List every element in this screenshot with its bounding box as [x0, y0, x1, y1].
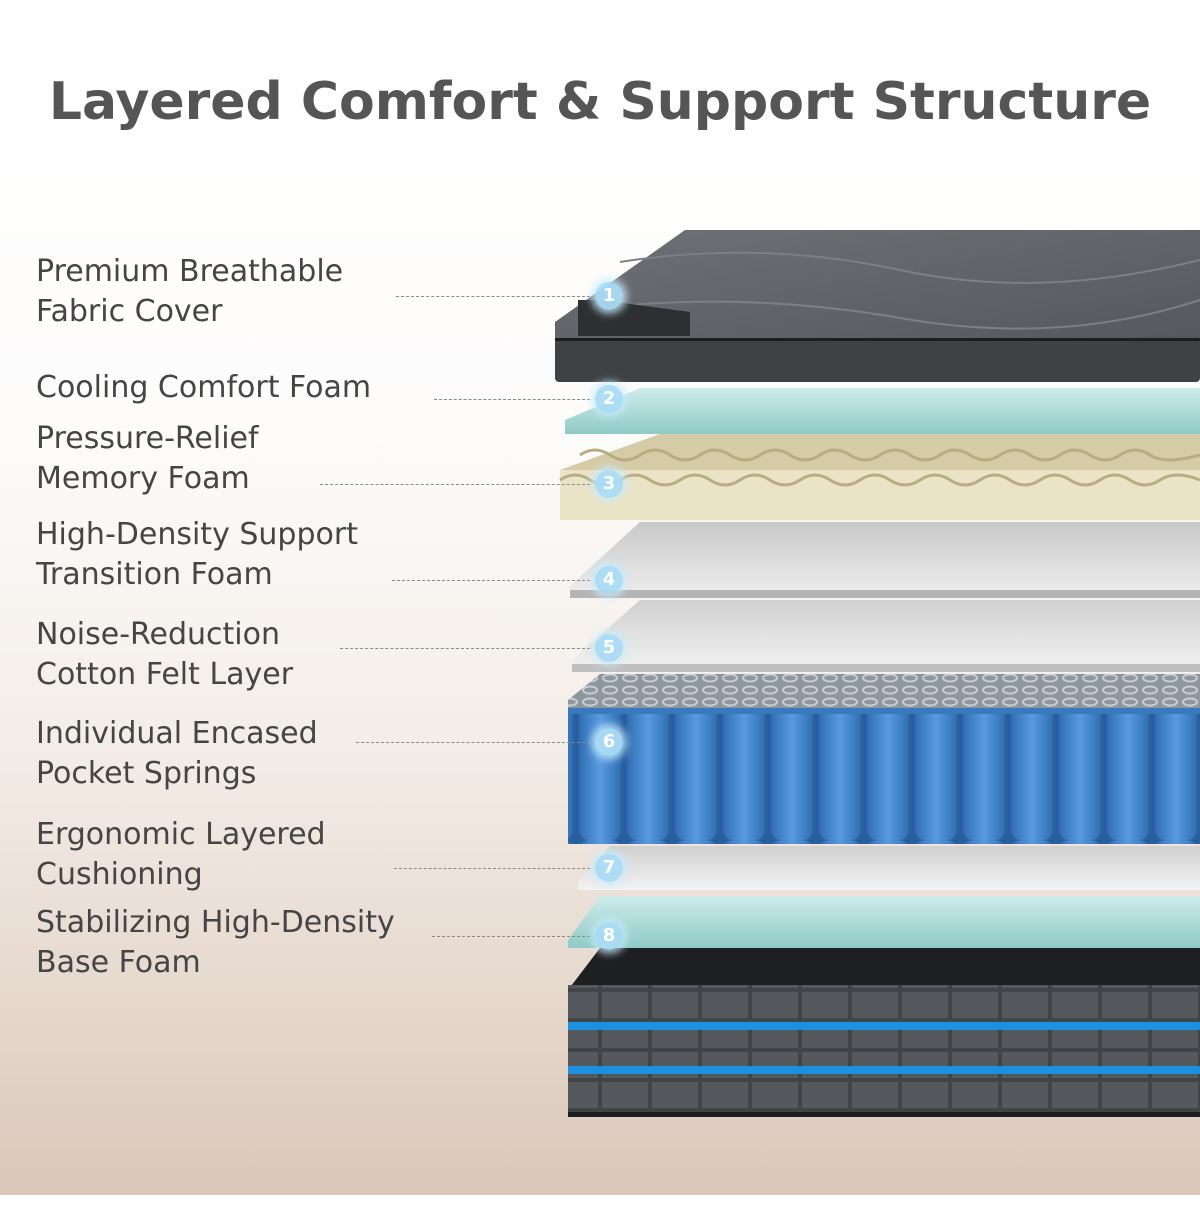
leader-line — [432, 936, 590, 937]
leader-line — [434, 399, 590, 400]
layer-label-line: Pocket Springs — [36, 756, 257, 791]
pocket-springs-layer — [568, 674, 1200, 844]
layer-label-line: Ergonomic Layered — [36, 817, 326, 852]
layered-cushioning-layer — [578, 846, 1200, 890]
layer-number-marker: 2 — [595, 385, 623, 413]
leader-line — [320, 484, 590, 485]
base-foam-layer — [568, 896, 1200, 948]
layer-label-line: Cushioning — [36, 857, 203, 892]
layer-number-marker: 8 — [595, 922, 623, 950]
cotton-felt-layer — [572, 600, 1200, 672]
memory-foam-layer — [559, 434, 1200, 520]
layer-label-line: Pressure-Relief — [36, 421, 259, 456]
layer-label-line: Base Foam — [36, 945, 201, 980]
leader-line — [394, 868, 590, 869]
layer-number-marker: 5 — [595, 634, 623, 662]
layer-label-line: Fabric Cover — [36, 294, 223, 329]
layer-label-line: Cooling Comfort Foam — [36, 370, 372, 405]
layer-label-line: Transition Foam — [36, 557, 273, 592]
layer-label-line: Memory Foam — [36, 461, 250, 496]
layer-label-line: Stabilizing High-Density — [36, 905, 395, 940]
mattress-base-casing — [568, 948, 1200, 1117]
layer-number-marker: 7 — [595, 854, 623, 882]
fabric-cover-layer — [555, 230, 1200, 382]
layer-label-line: Premium Breathable — [36, 254, 344, 289]
layer-number-marker: 1 — [595, 282, 623, 310]
layer-number-marker: 3 — [595, 470, 623, 498]
leader-line — [392, 580, 590, 581]
leader-line — [396, 296, 590, 297]
layer-number-marker: 4 — [595, 566, 623, 594]
leader-line — [356, 742, 590, 743]
layer-label-line: Individual Encased — [36, 716, 318, 751]
leader-line — [340, 648, 590, 649]
page-title: Layered Comfort & Support Structure — [48, 72, 1152, 132]
cooling-foam-layer — [565, 388, 1200, 434]
support-foam-layer — [570, 522, 1200, 598]
layer-label-line: Noise-Reduction — [36, 617, 281, 652]
layer-label-line: High-Density Support — [36, 517, 358, 552]
bottom-band — [0, 1195, 1200, 1231]
layer-label-2: Cooling Comfort Foam — [36, 368, 371, 408]
layer-label-line: Cotton Felt Layer — [36, 657, 294, 692]
layer-number-marker: 6 — [595, 728, 623, 756]
